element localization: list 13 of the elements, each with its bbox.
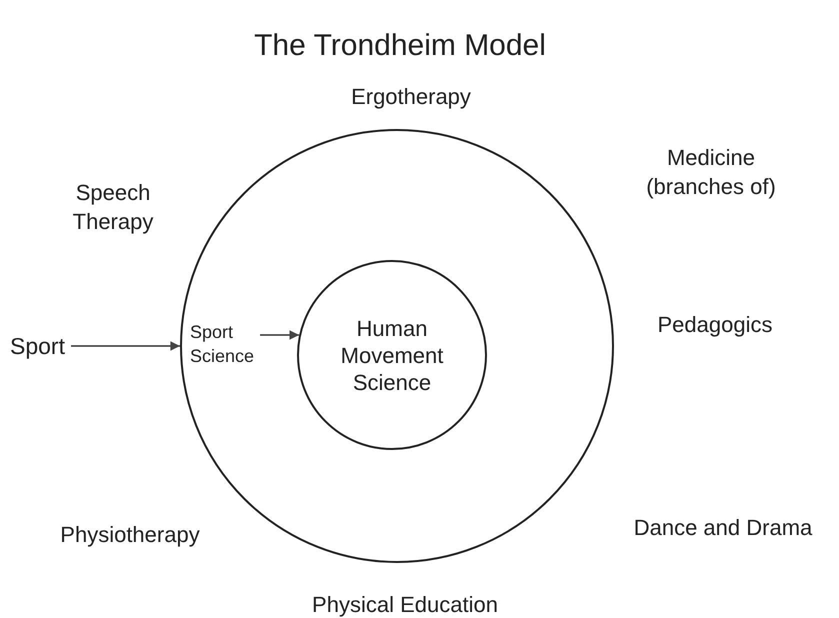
- discipline-label: Ergotherapy: [350, 83, 472, 111]
- discipline-label: Dance and Drama: [632, 514, 814, 542]
- discipline-label: Medicine (branches of): [645, 144, 777, 201]
- discipline-label: Pedagogics: [656, 311, 774, 339]
- node-label: Sport Science: [190, 320, 270, 368]
- arrow: [260, 330, 300, 340]
- discipline-label: Speech Therapy: [72, 179, 154, 236]
- node-label: Sport: [10, 332, 65, 361]
- discipline-label: Physical Education: [311, 591, 499, 618]
- discipline-label: Physiotherapy: [59, 521, 201, 549]
- arrow: [70, 341, 180, 351]
- diagram-title: The Trondheim Model: [253, 28, 547, 64]
- inner-circle: Human Movement Science: [297, 260, 487, 450]
